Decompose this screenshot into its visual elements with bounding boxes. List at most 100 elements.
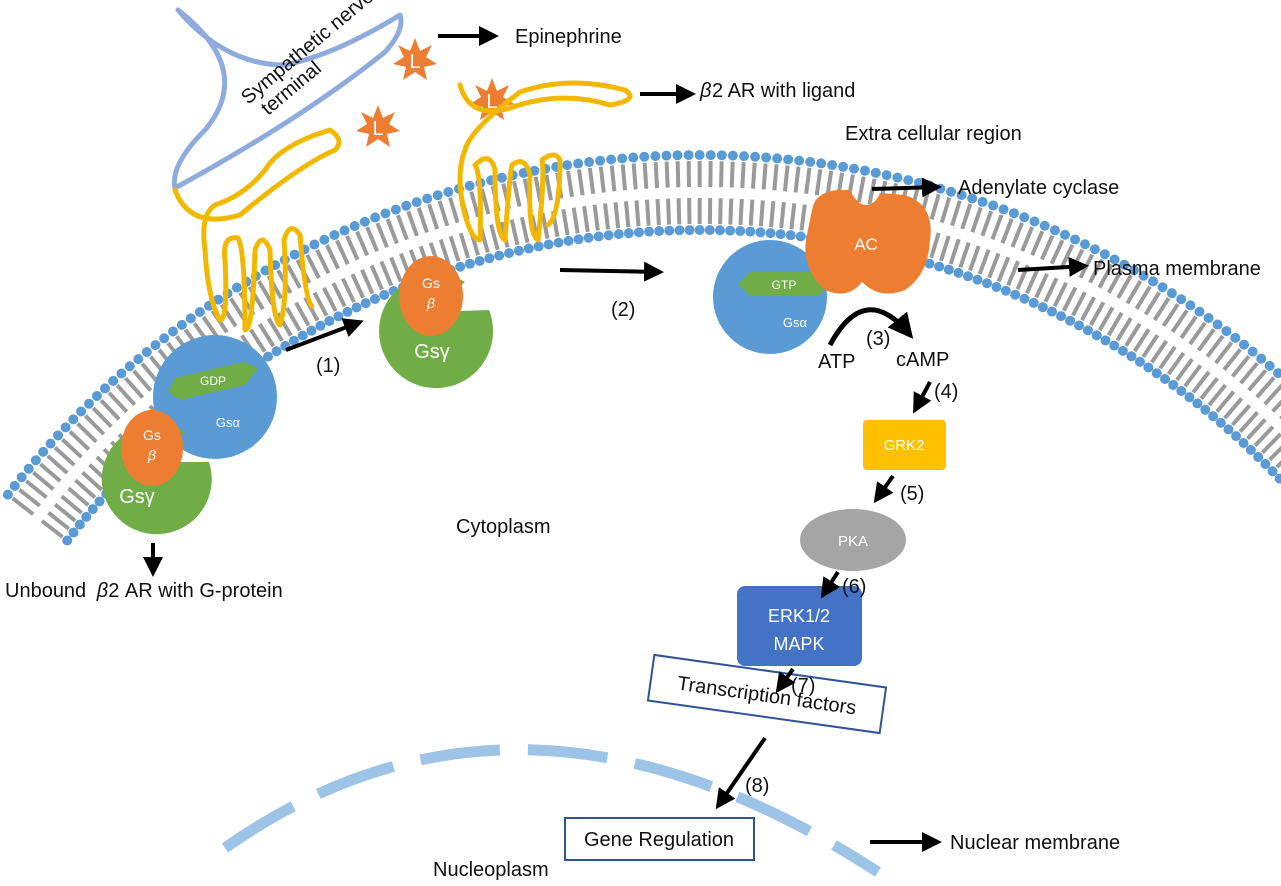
lipid-head [496,172,507,183]
lipid-head [83,398,94,409]
lipid-tail [977,248,991,275]
lipid-head [1221,326,1232,337]
lipid-head [1089,244,1100,255]
lipid-head [1109,254,1120,265]
lipid-head [654,226,665,237]
lipid-tail [1214,341,1234,365]
lipid-tail [1098,306,1115,332]
lipid-tail [676,198,682,225]
lipid-tail [74,478,97,499]
lipid-tail [1199,377,1219,400]
lipid-tail [728,198,734,225]
step8-arrow [715,736,767,810]
lipid-tail [1238,411,1259,434]
lipid-tail [666,198,672,225]
lipid-head [1247,346,1258,357]
lipid-head [68,414,79,425]
lipid-tail [729,161,735,188]
gs-alpha-left-label: Gsα [216,415,241,430]
lipid-tail [305,253,321,279]
lipid-tail [540,212,550,239]
unbound-word: Unbound [5,580,86,602]
lipid-head [23,463,34,474]
lipid-tail [1188,321,1207,346]
lipid-head [68,527,79,538]
lipid-head [1070,234,1081,245]
ligand-2: L [356,105,400,147]
lipid-head [422,193,433,204]
lipid-tail [738,198,744,226]
lipid-head [1260,459,1271,470]
lipid-tail [1179,315,1198,340]
lipid-head [1091,330,1102,341]
plasma-membrane-label: Plasma membrane [1093,258,1261,280]
lipid-head [1223,424,1234,435]
lipid-tail [25,479,48,500]
lipid-head [595,155,606,166]
lipid-head [785,230,796,241]
lipid-tail [758,200,765,227]
lipid-tail [1230,404,1252,427]
ligand-star [356,105,400,147]
lipid-head [827,160,838,171]
lipid-tail [772,164,779,191]
lipid-head [411,197,422,208]
lipid-head [816,158,827,169]
lipid-head [628,152,639,163]
lipid-head [100,383,111,394]
lipid-head [91,391,102,402]
lipid-tail [561,208,570,236]
lipid-head [1128,265,1139,276]
lipid-head [289,249,300,260]
lipid-head [369,294,380,305]
lipid-head [1238,437,1249,448]
lipid-tail [285,306,302,332]
lipid-tail [1125,279,1143,305]
gs-beta-middle [399,256,463,336]
lipid-head [783,154,794,165]
lipid-head [271,346,282,357]
lipid-tail [751,162,757,189]
grk2-node [863,420,946,470]
lipid-tail [987,252,1001,279]
lipid-tail [257,280,274,305]
lipid-head [81,511,92,522]
lipid-tail [782,165,790,192]
lipid-tail [1255,376,1276,399]
lipid-tail [1025,268,1040,295]
lipid-tail [1246,418,1267,440]
lipid-head [185,313,196,324]
lipid-head [684,225,695,236]
lipid-tail [249,328,267,353]
lipid-head [1273,368,1281,379]
lipid-head [306,325,317,336]
lipid-head [533,241,544,252]
lipid-head [714,225,725,236]
lipid-tail [582,205,590,233]
step-5-label: (5) [900,483,924,505]
lipid-tail [675,161,681,188]
lipid-head [1184,392,1195,403]
lipid-head [953,267,964,278]
lipid-head [1000,285,1011,296]
lipid-head [1215,417,1226,428]
ligand-star [470,78,514,120]
lipid-tail [960,203,973,230]
lipid-head [319,234,330,245]
lipid-tail [1239,361,1259,385]
lipid-head [664,225,675,236]
lipid-tail [1052,281,1068,308]
lipid-head [333,311,344,322]
lipid-head [583,232,594,243]
lipid-tail [369,264,384,291]
lipid-head [1028,297,1039,308]
lipid-tail [18,488,42,508]
lipid-tail [793,166,801,193]
lipid-tail [950,200,962,227]
ligand-3-bound: L [470,78,514,120]
lipid-head [474,255,485,266]
lipid-tail [804,167,812,194]
lipid-tail [856,176,866,203]
step1-arrow [285,318,364,352]
